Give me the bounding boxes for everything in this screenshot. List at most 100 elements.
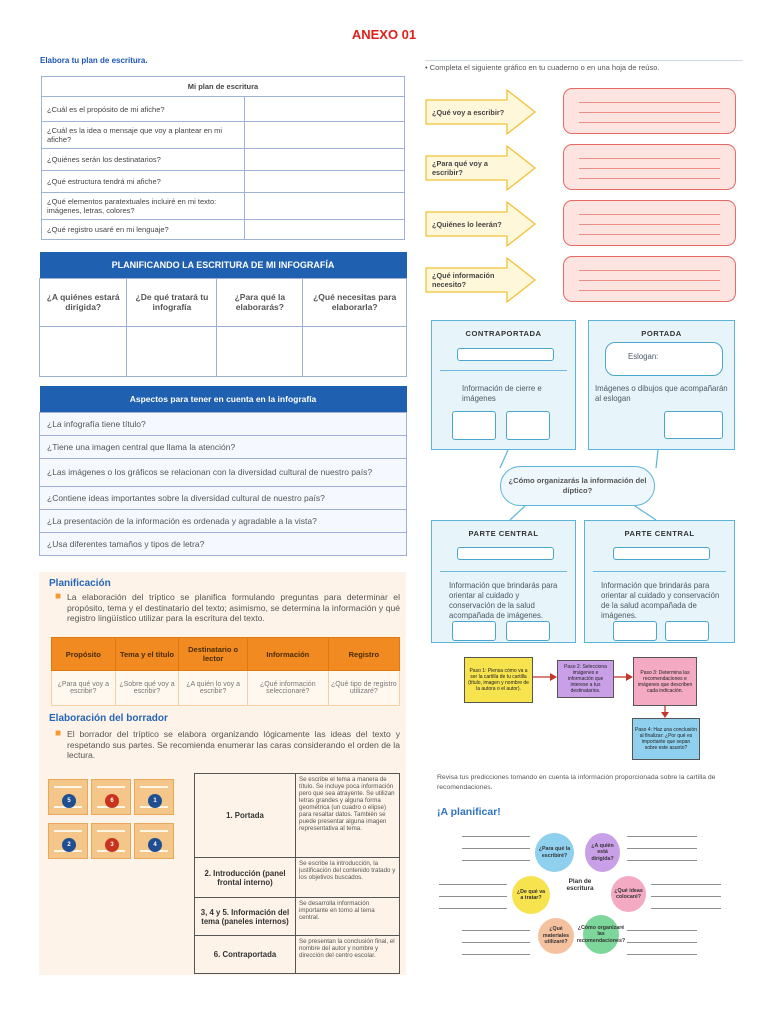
image-slot[interactable] — [665, 621, 709, 641]
answer-box[interactable] — [563, 200, 736, 246]
image-slot[interactable] — [452, 621, 496, 641]
eslogan-field[interactable]: Eslogan: — [605, 342, 723, 376]
image-slot[interactable] — [613, 621, 657, 641]
infografia-table: PLANIFICANDO LA ESCRITURA DE MI INFOGRAF… — [38, 252, 407, 377]
image-slot[interactable] — [506, 621, 550, 641]
answer-line[interactable] — [462, 954, 530, 955]
aspectos-header: Aspectos para tener en cuenta en la info… — [39, 386, 407, 412]
planificacion-title: Planificación — [49, 578, 111, 589]
answer-line[interactable] — [627, 954, 697, 955]
parte-central-title: PARTE CENTRAL — [624, 529, 695, 538]
answer-line[interactable] — [651, 884, 721, 885]
image-slot[interactable] — [452, 411, 496, 440]
answer-cell[interactable] — [244, 192, 405, 220]
contraportada-text: Información de cierre e imágenes — [462, 384, 542, 403]
answer-box[interactable] — [563, 256, 736, 302]
planificacion-header: Información — [246, 637, 329, 671]
contraportada-input[interactable] — [457, 348, 554, 361]
step-2: Paso 2: Selecciona imágenes e informació… — [557, 660, 614, 698]
connector-lines — [499, 450, 659, 521]
answer-cell[interactable] — [126, 325, 218, 377]
aspectos-item: ¿Las imágenes o los gráficos se relacion… — [39, 457, 407, 487]
answer-cell[interactable] — [244, 96, 405, 122]
triptico-panel-card: 6 — [91, 779, 131, 815]
arrow-label: ¿Qué información necesito? — [432, 271, 495, 289]
planificacion-header: Destinatario o lector — [178, 637, 248, 671]
arrow-label: ¿Para qué voy a escribir? — [432, 159, 488, 177]
answer-line[interactable] — [462, 930, 530, 931]
panel-number: 6 — [105, 794, 119, 808]
question-bubble: ¿Qué materiales utilizaré? — [538, 918, 574, 954]
parte-central-input[interactable] — [457, 547, 554, 560]
panel-number: 3 — [105, 838, 119, 852]
arrow-shape-icon — [425, 201, 537, 247]
answer-cell[interactable] — [38, 325, 128, 377]
portada-text: Imágenes o dibujos que acompañarán al es… — [595, 384, 728, 403]
borrador-part: 1. Portada — [194, 773, 296, 858]
center-question: ¿Cómo organizarás la información del díp… — [500, 466, 655, 506]
panel-number: 1 — [148, 794, 162, 808]
answer-cell[interactable] — [216, 325, 304, 377]
answer-line[interactable] — [439, 896, 507, 897]
image-slot[interactable] — [506, 411, 550, 440]
image-slot[interactable] — [664, 411, 723, 439]
answer-box[interactable] — [563, 144, 736, 190]
aplanificar-title: ¡A planificar! — [437, 806, 501, 818]
infografia-question: ¿A quiénes estará dirigida? — [38, 277, 128, 327]
answer-line[interactable] — [439, 908, 507, 909]
answer-line[interactable] — [627, 836, 697, 837]
answer-cell[interactable] — [302, 325, 407, 377]
borrador-part: 6. Contraportada — [194, 935, 296, 974]
answer-cell[interactable] — [244, 121, 405, 149]
triptico-panel-card: 5 — [48, 779, 88, 815]
infografia-question: ¿Qué necesitas para elaborarla? — [302, 277, 407, 327]
answer-line[interactable] — [627, 848, 697, 849]
center-label: Plan de escritura — [566, 878, 594, 892]
step-4: Paso 4: Haz una conclusión al finalizar:… — [632, 718, 700, 760]
borrador-part: 3, 4 y 5. Información del tema (paneles … — [194, 897, 296, 936]
borrador-title: Elaboración del borrador — [49, 713, 168, 724]
answer-cell[interactable] — [244, 148, 405, 171]
answer-line[interactable] — [462, 942, 530, 943]
portada-box: PORTADA Eslogan: Imágenes o dibujos que … — [588, 320, 735, 450]
borrador-desc: Se escribe la introducción, la justifica… — [295, 857, 400, 898]
step-1: Paso 1: Piensa cómo va a ser la cartilla… — [464, 657, 533, 703]
question-bubble: ¿Para qué la escribiré? — [535, 833, 574, 872]
answer-line[interactable] — [462, 836, 530, 837]
planificacion-cell: ¿Para qué voy a escribir? — [51, 670, 116, 706]
aspectos-item: ¿La infografía tiene título? — [39, 411, 407, 436]
bullet-icon: ■ — [55, 728, 62, 739]
answer-line[interactable] — [462, 848, 530, 849]
answer-box[interactable] — [563, 88, 736, 134]
revisa-text: Revisa tus predicciones tomando en cuent… — [437, 774, 716, 791]
answer-cell[interactable] — [244, 219, 405, 240]
borrador-text: El borrador del tríptico se elabora orga… — [67, 729, 400, 760]
answer-line[interactable] — [462, 860, 530, 861]
borrador-desc: Se escribe el tema a manera de título. S… — [295, 773, 400, 858]
answer-line[interactable] — [439, 884, 507, 885]
parte-central-input[interactable] — [613, 547, 710, 560]
answer-line[interactable] — [651, 896, 721, 897]
question-arrow: ¿Qué voy a escribir? — [425, 89, 537, 135]
step-3: Paso 3: Determina las recomendaciones e … — [633, 657, 697, 706]
parte-central-box-left: PARTE CENTRAL Información que brindarás … — [431, 520, 576, 643]
bullet-icon: ■ — [55, 591, 62, 602]
triptico-panel-card: 1 — [134, 779, 174, 815]
question-bubble: ¿De qué va a tratar? — [512, 876, 550, 914]
answer-line[interactable] — [627, 860, 697, 861]
plan-table-title: Mi plan de escritura — [41, 76, 405, 97]
plan-row: ¿Cuál es el propósito de mi afiche? — [41, 96, 245, 122]
aspectos-item: ¿Contiene ideas importantes sobre la div… — [39, 485, 407, 510]
answer-line[interactable] — [627, 930, 697, 931]
infografia-question: ¿De qué tratará tu infografía — [126, 277, 218, 327]
grafico-instruction: • Completa el siguiente gráfico en tu cu… — [425, 63, 660, 72]
aspectos-item: ¿Usa diferentes tamaños y tipos de letra… — [39, 531, 407, 556]
borrador-part: 2. Introducción (panel frontal interno) — [194, 857, 296, 898]
question-bubble: ¿Cómo organizaré las recomendaciones? — [577, 915, 625, 954]
answer-line[interactable] — [627, 942, 697, 943]
contraportada-box: CONTRAPORTADA Información de cierre e im… — [431, 320, 576, 450]
portada-title: PORTADA — [641, 329, 682, 338]
answer-line[interactable] — [651, 908, 721, 909]
parte-central-box-right: PARTE CENTRAL Información que brindarás … — [584, 520, 735, 643]
answer-cell[interactable] — [244, 170, 405, 193]
